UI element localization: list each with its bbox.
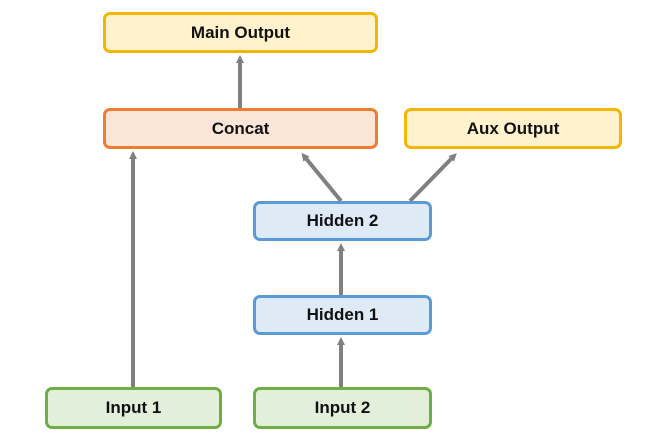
node-hidden-1: Hidden 1 (253, 295, 432, 335)
node-input-1: Input 1 (45, 387, 222, 429)
node-main-output: Main Output (103, 12, 378, 53)
edge-hidden2-to-concat (301, 152, 343, 203)
node-hidden-2-label: Hidden 2 (306, 211, 379, 230)
node-input-1-label: Input 1 (105, 398, 162, 417)
node-concat: Concat (103, 108, 378, 149)
edge-hidden2-to-aux-output (408, 153, 457, 203)
node-input-2-label: Input 2 (314, 398, 371, 417)
node-concat-label: Concat (211, 118, 270, 138)
node-aux-output-label: Aux Output (466, 118, 560, 138)
node-hidden-2: Hidden 2 (253, 201, 432, 241)
node-main-output-label: Main Output (190, 22, 291, 42)
node-hidden-1-label: Hidden 1 (306, 305, 379, 324)
node-aux-output: Aux Output (404, 108, 622, 149)
node-input-2: Input 2 (253, 387, 432, 429)
